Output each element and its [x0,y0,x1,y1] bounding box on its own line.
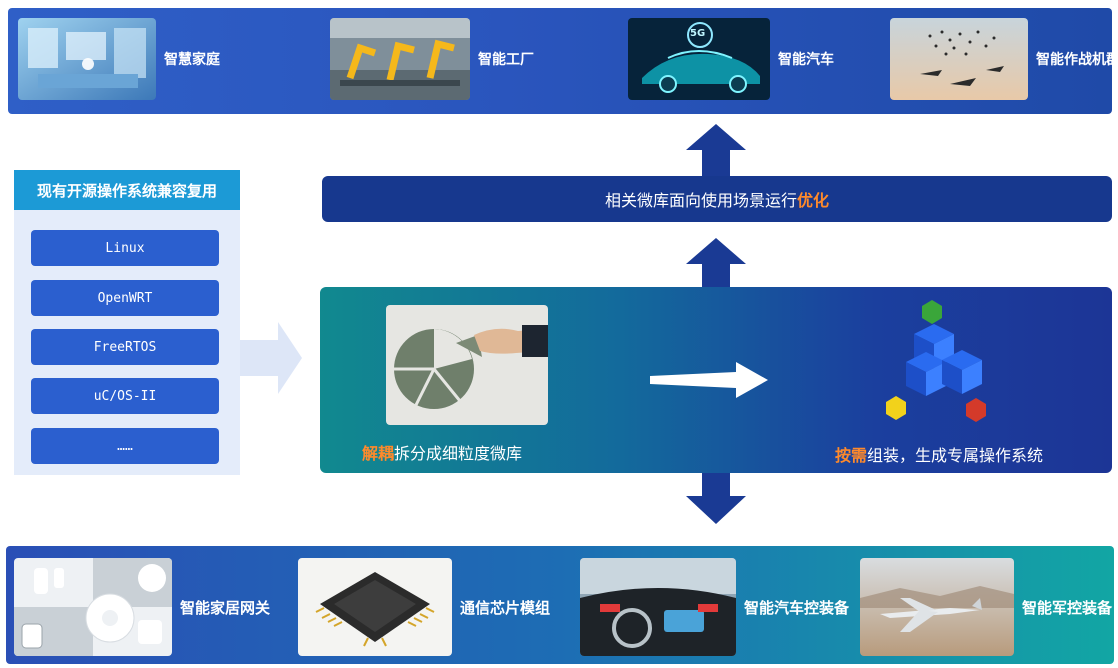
up-arrow-icon [686,238,746,287]
scenario-card-smart-car[interactable]: 5G 智能汽车 [628,18,834,100]
right-arrow-icon [650,362,768,398]
car-cockpit-photo [580,558,736,656]
assemble-text: 组装，生成专属操作系统 [867,446,1044,465]
compat-os-title: 现有开源操作系统兼容复用 [14,170,240,210]
scenario-card-smart-home[interactable]: 智慧家庭 [18,18,220,100]
decouple-highlight: 解耦 [362,444,395,463]
military-drone-photo [860,558,1014,656]
scenario-card-drone-swarm[interactable]: 智能作战机群 [890,18,1118,100]
scenario-label: 智能工厂 [478,52,534,68]
microlib-cubes-icon [886,300,986,422]
device-label: 通信芯片模组 [460,598,551,617]
decouple-text: 拆分成细粒度微库 [394,444,523,463]
chip-module-photo [298,558,452,656]
device-label: 智能家居网关 [180,598,271,617]
device-label: 智能汽车控装备 [744,598,850,617]
right-arrow-icon [240,322,302,394]
compat-os-panel: 现有开源操作系统兼容复用 Linux OpenWRT FreeRTOS uC/O… [14,170,240,475]
smart-car-photo: 5G [628,18,770,100]
up-arrow-icon [686,124,746,176]
decouple-caption: 解耦拆分成细粒度微库 [362,440,522,464]
scenario-label: 智能作战机群 [1036,52,1118,68]
assemble-highlight: 按需 [835,446,868,465]
device-card-gateway[interactable]: 智能家居网关 [14,558,270,656]
smart-home-gateway-photo [14,558,172,656]
os-item-more[interactable]: …… [31,428,219,464]
optimize-highlight: 优化 [797,191,830,210]
smart-home-photo [18,18,156,100]
device-card-chip[interactable]: 通信芯片模组 [298,558,550,656]
scenario-card-smart-factory[interactable]: 智能工厂 [330,18,534,100]
drone-swarm-photo [890,18,1028,100]
optimize-bar: 相关微库面向使用场景运行优化 [322,176,1112,222]
device-card-car[interactable]: 智能汽车控装备 [580,558,849,656]
scenario-label: 智慧家庭 [164,52,220,68]
scenario-label: 智能汽车 [778,52,834,68]
os-item-linux[interactable]: Linux [31,230,219,266]
device-card-military[interactable]: 智能军控装备 [860,558,1112,656]
os-item-freertos[interactable]: FreeRTOS [31,329,219,365]
os-item-openwrt[interactable]: OpenWRT [31,280,219,316]
5g-badge: 5G [690,28,706,39]
optimize-text: 相关微库面向使用场景运行 [604,191,797,210]
os-item-ucos[interactable]: uC/OS-II [31,378,219,414]
down-arrow-icon [686,473,746,524]
pie-hand-photo [386,305,548,425]
assemble-caption: 按需组装，生成专属操作系统 [835,442,1043,466]
smart-factory-photo [330,18,470,100]
device-label: 智能军控装备 [1022,598,1113,617]
